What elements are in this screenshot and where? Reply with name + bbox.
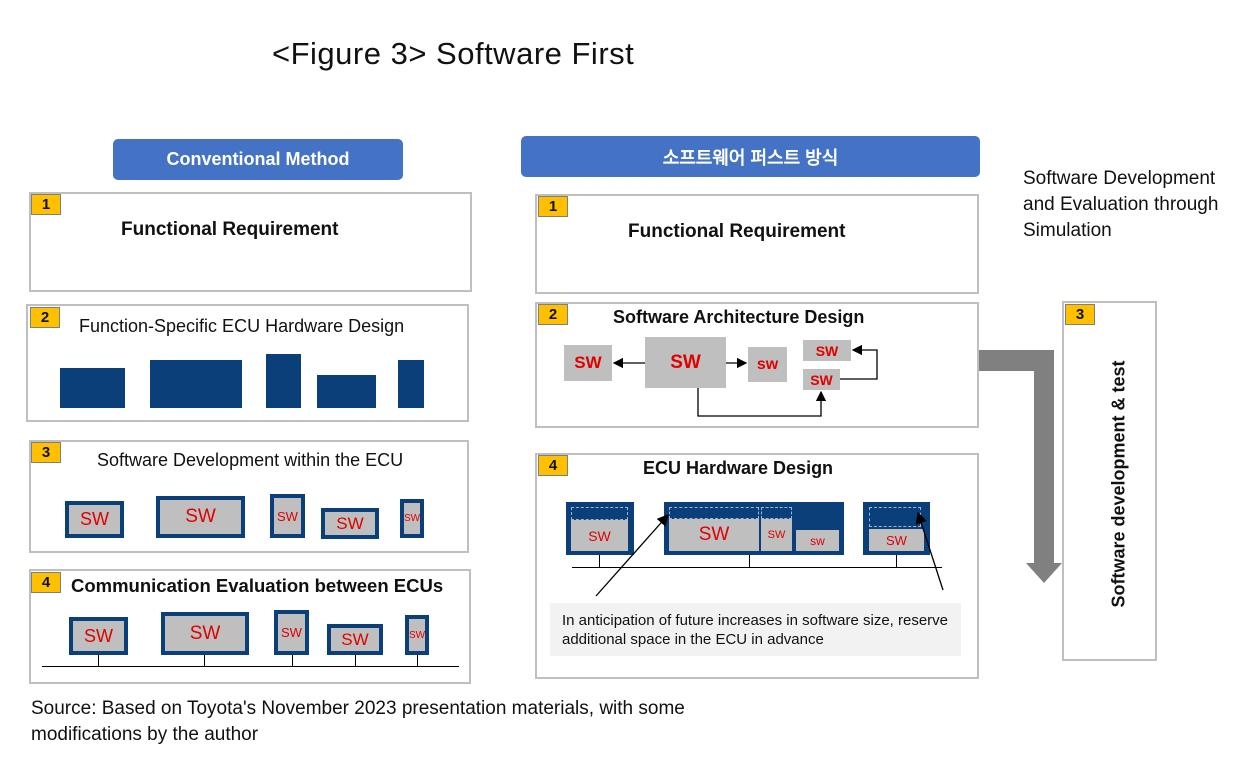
bus-connector — [292, 655, 293, 666]
bus-connector — [98, 655, 99, 666]
bus-connector — [204, 655, 205, 666]
ecu-bus-line — [572, 567, 942, 568]
left-step-4-title: Communication Evaluation between ECUs — [71, 575, 444, 596]
ecu-with-software: SW — [405, 615, 429, 655]
ecu-with-software: SW — [321, 508, 379, 539]
software-label: sw — [796, 530, 839, 551]
right-step-1-box — [535, 194, 979, 294]
ecu-with-software: SW — [69, 617, 128, 655]
bus-connector — [417, 655, 418, 666]
ecu-with-software: SW — [274, 610, 309, 655]
software-label: SW — [274, 498, 301, 534]
left-step-4-badge: 4 — [31, 572, 61, 593]
step-3-development-box — [1062, 301, 1157, 661]
software-label: SW — [761, 519, 792, 551]
ecu-with-software: SW — [327, 624, 383, 655]
right-step-4-title: ECU Hardware Design — [643, 458, 834, 478]
software-label: SW — [278, 614, 305, 651]
software-label: SW — [571, 520, 628, 551]
software-label: SW — [669, 519, 759, 551]
ecu-with-software: SW — [270, 494, 305, 538]
software-label: SW — [325, 512, 375, 535]
ecu-with-reserved-space: SW — [566, 502, 634, 555]
bus-connector — [896, 555, 897, 567]
left-step-3-badge: 3 — [31, 442, 61, 463]
sw-module: SW — [803, 369, 840, 390]
vertical-label: Software development & test — [1108, 360, 1129, 608]
left-step-1-title: Functional Requirement — [121, 219, 339, 240]
right-step-2-title: Software Architecture Design — [613, 307, 865, 327]
left-step-3-title: Software Development within the ECU — [97, 450, 404, 470]
left-step-1-badge: 1 — [31, 194, 61, 215]
software-label: SW — [69, 505, 120, 534]
software-label: SW — [409, 619, 425, 651]
ecu-hardware-block — [317, 375, 376, 408]
left-step-2-title: Function-Specific ECU Hardware Design — [79, 316, 405, 336]
left-step-2-badge: 2 — [30, 307, 60, 328]
left-step-1-box — [29, 192, 472, 292]
ecu-with-reserved-space: SW — [863, 502, 930, 555]
reserved-space — [761, 507, 792, 519]
sw-module: SW — [564, 345, 612, 381]
right-step-1-title: Functional Requirement — [628, 221, 846, 242]
reserved-space — [669, 507, 759, 519]
ecu-with-software: SW — [400, 499, 424, 538]
ecu-with-software: SW — [65, 501, 124, 538]
ecu-with-reserved-space: SW SW sw — [664, 502, 844, 555]
software-label: SW — [165, 616, 245, 651]
simulation-caption: Software Development and Evaluation thro… — [1023, 168, 1219, 241]
right-step-2-badge: 2 — [538, 304, 568, 325]
software-label: SW — [160, 500, 241, 534]
ecu-hardware-block — [266, 354, 301, 408]
step-3-badge: 3 — [1065, 304, 1095, 325]
ecu-hardware-block — [60, 368, 125, 408]
sw-module: sw — [748, 347, 787, 382]
ecu-with-software: SW — [161, 612, 249, 655]
reserve-space-note: In anticipation of future increases in s… — [550, 603, 961, 656]
bus-connector — [355, 655, 356, 666]
sw-main-module: SW — [645, 337, 726, 388]
ecu-hardware-block — [150, 360, 242, 408]
ecu-hardware-block — [398, 360, 424, 408]
ecu-with-software: SW — [156, 496, 245, 538]
bus-connector — [599, 555, 600, 567]
software-label: SW — [73, 621, 124, 651]
left-step-4-box — [29, 569, 471, 684]
sw-module: SW — [803, 340, 851, 361]
communication-bus-line — [42, 666, 459, 667]
software-label: SW — [404, 503, 420, 534]
right-step-4-badge: 4 — [538, 455, 568, 476]
bus-connector — [749, 555, 750, 567]
software-first-header: 소프트웨어 퍼스트 방식 — [521, 136, 980, 177]
reserved-space — [571, 507, 628, 520]
figure-title: <Figure 3> Software First — [272, 36, 635, 71]
software-label: SW — [331, 628, 379, 651]
right-step-1-badge: 1 — [538, 196, 568, 217]
software-label: SW — [869, 529, 924, 551]
source-note: Source: Based on Toyota's November 2023 … — [31, 698, 685, 745]
conventional-method-header: Conventional Method — [113, 139, 403, 180]
